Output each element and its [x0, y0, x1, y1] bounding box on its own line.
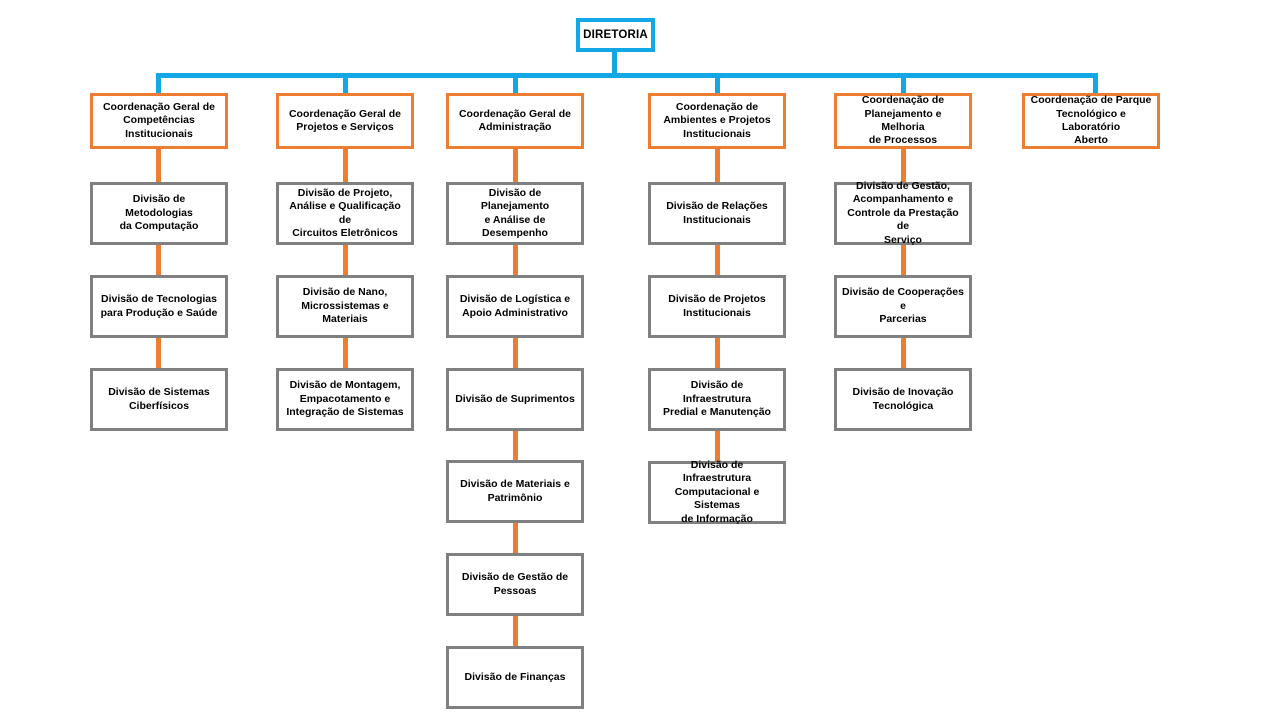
- connector-c1-d3: [156, 338, 161, 368]
- node-coordination-4[interactable]: Coordenação de Ambientes e Projetos Inst…: [648, 93, 786, 149]
- node-division-3-6-label: Divisão de Finanças: [464, 670, 566, 683]
- node-division-3-1[interactable]: Divisão de Planejamento e Análise de Des…: [446, 182, 584, 245]
- connector-c1-d1: [156, 149, 161, 182]
- node-division-1-3[interactable]: Divisão de Sistemas Ciberfísicos: [90, 368, 228, 431]
- node-division-3-3[interactable]: Divisão de Suprimentos: [446, 368, 584, 431]
- node-coordination-6-label: Coordenação de Parque Tecnológico e Labo…: [1030, 94, 1152, 147]
- node-division-4-1[interactable]: Divisão de Relações Institucionais: [648, 182, 786, 245]
- node-division-2-2[interactable]: Divisão de Nano, Microssistemas e Materi…: [276, 275, 414, 338]
- connector-c4-d1: [715, 149, 720, 182]
- node-division-2-1[interactable]: Divisão de Projeto, Análise e Qualificaç…: [276, 182, 414, 245]
- node-division-4-4-label: Divisão de Infraestrutura Computacional …: [674, 458, 760, 525]
- node-division-3-4[interactable]: Divisão de Materiais e Patrimônio: [446, 460, 584, 523]
- connector-c5-d2: [901, 245, 906, 275]
- node-division-4-2[interactable]: Divisão de Projetos Institucionais: [648, 275, 786, 338]
- node-division-5-3[interactable]: Divisão de Inovação Tecnológica: [834, 368, 972, 431]
- node-coordination-1-label: Coordenação Geral de Competências Instit…: [102, 100, 216, 140]
- node-coordination-2[interactable]: Coordenação Geral de Projetos e Serviços: [276, 93, 414, 149]
- connector-c3-d3: [513, 338, 518, 368]
- node-division-3-5-label: Divisão de Gestão de Pessoas: [461, 571, 569, 597]
- connector-c3-d6: [513, 616, 518, 646]
- node-division-2-1-label: Divisão de Projeto, Análise e Qualificaç…: [289, 186, 401, 239]
- node-division-3-3-label: Divisão de Suprimentos: [455, 392, 575, 405]
- node-diretoria[interactable]: DIRETORIA: [576, 18, 655, 52]
- connector-blue-drop-1: [156, 73, 161, 95]
- node-coordination-3-label: Coordenação Geral de Administração: [458, 107, 572, 133]
- node-division-3-2-label: Divisão de Logística e Apoio Administrat…: [459, 293, 571, 319]
- node-division-1-1[interactable]: Divisão de Metodologias da Computação: [90, 182, 228, 245]
- connector-c5-d3: [901, 338, 906, 368]
- node-division-4-3[interactable]: Divisão de Infraestrutura Predial e Manu…: [648, 368, 786, 431]
- node-coordination-5[interactable]: Coordenação de Planejamento e Melhoria d…: [834, 93, 972, 149]
- node-division-3-1-label: Divisão de Planejamento e Análise de Des…: [480, 186, 550, 239]
- node-coordination-1[interactable]: Coordenação Geral de Competências Instit…: [90, 93, 228, 149]
- connector-blue-drop-6: [1093, 73, 1098, 95]
- connector-blue-drop-2: [343, 73, 348, 95]
- connector-c3-d5: [513, 523, 518, 553]
- connector-c2-d2: [343, 245, 348, 275]
- node-division-5-1-label: Divisão de Gestão, Acompanhamento e Cont…: [847, 179, 959, 246]
- node-division-1-2-label: Divisão de Tecnologias para Produção e S…: [100, 293, 218, 319]
- node-division-3-4-label: Divisão de Materiais e Patrimônio: [460, 478, 570, 504]
- node-division-5-1[interactable]: Divisão de Gestão, Acompanhamento e Cont…: [834, 179, 972, 246]
- node-coordination-4-label: Coordenação de Ambientes e Projetos Inst…: [663, 100, 771, 140]
- connector-c4-d2: [715, 245, 720, 275]
- node-division-2-3[interactable]: Divisão de Montagem, Empacotamento e Int…: [276, 368, 414, 431]
- node-division-4-4[interactable]: Divisão de Infraestrutura Computacional …: [648, 458, 786, 525]
- node-division-4-2-label: Divisão de Projetos Institucionais: [668, 293, 766, 319]
- node-division-2-2-label: Divisão de Nano, Microssistemas e Materi…: [301, 286, 389, 326]
- node-division-2-3-label: Divisão de Montagem, Empacotamento e Int…: [286, 379, 404, 419]
- connector-root-drop: [612, 52, 617, 74]
- connector-c2-d1: [343, 149, 348, 182]
- connector-c2-d3: [343, 338, 348, 368]
- connector-blue-drop-5: [901, 73, 906, 95]
- node-coordination-6[interactable]: Coordenação de Parque Tecnológico e Labo…: [1022, 93, 1160, 149]
- node-coordination-3[interactable]: Coordenação Geral de Administração: [446, 93, 584, 149]
- node-division-4-1-label: Divisão de Relações Institucionais: [666, 200, 768, 226]
- node-division-5-2[interactable]: Divisão de Cooperações e Parcerias: [834, 275, 972, 338]
- node-division-3-6[interactable]: Divisão de Finanças: [446, 646, 584, 709]
- connector-c5-d1: [901, 149, 906, 182]
- connector-blue-bus: [156, 73, 1098, 78]
- connector-c3-d1: [513, 149, 518, 182]
- node-division-1-1-label: Divisão de Metodologias da Computação: [119, 193, 199, 233]
- connector-c3-d4: [513, 431, 518, 460]
- node-coordination-5-label: Coordenação de Planejamento e Melhoria d…: [861, 94, 945, 147]
- node-division-1-3-label: Divisão de Sistemas Ciberfísicos: [108, 386, 210, 412]
- connector-c1-d2: [156, 245, 161, 275]
- connector-blue-drop-3: [513, 73, 518, 95]
- connector-blue-drop-4: [715, 73, 720, 95]
- connector-c4-d4: [715, 431, 720, 461]
- node-division-5-2-label: Divisão de Cooperações e Parcerias: [842, 286, 964, 326]
- node-diretoria-label: DIRETORIA: [583, 28, 648, 41]
- node-division-4-3-label: Divisão de Infraestrutura Predial e Manu…: [663, 379, 771, 419]
- node-coordination-2-label: Coordenação Geral de Projetos e Serviços: [288, 107, 402, 133]
- node-division-3-5[interactable]: Divisão de Gestão de Pessoas: [446, 553, 584, 616]
- connector-c4-d3: [715, 338, 720, 368]
- connector-c3-d2: [513, 245, 518, 275]
- node-division-3-2[interactable]: Divisão de Logística e Apoio Administrat…: [446, 275, 584, 338]
- node-division-5-3-label: Divisão de Inovação Tecnológica: [852, 386, 954, 412]
- node-division-1-2[interactable]: Divisão de Tecnologias para Produção e S…: [90, 275, 228, 338]
